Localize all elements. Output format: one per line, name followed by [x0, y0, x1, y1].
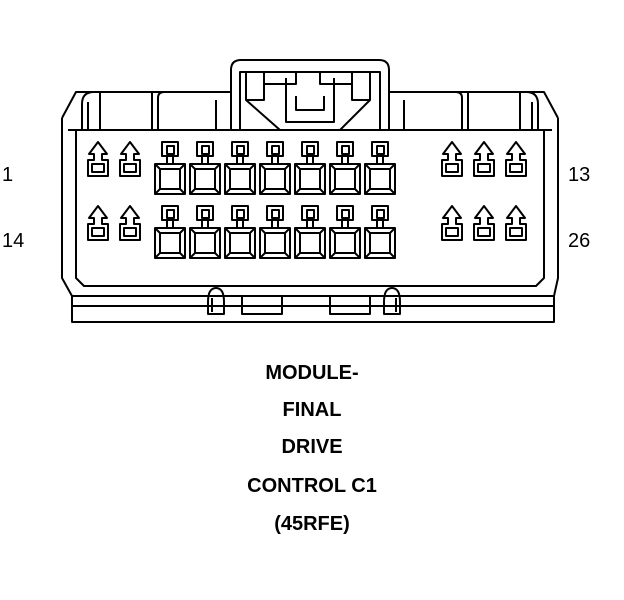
caption-line-1: MODULE-: [265, 362, 359, 384]
pin-14: [87, 205, 109, 241]
pin-8: [329, 141, 361, 195]
connector-shell: [61, 91, 559, 323]
pin-12: [505, 141, 527, 177]
pin-18: [224, 205, 256, 259]
pin-24: [473, 205, 495, 241]
pin-25: [505, 205, 527, 241]
pin-20: [294, 205, 326, 259]
pin-16: [154, 205, 186, 259]
pin-10: [441, 141, 463, 177]
pin-23: [441, 205, 463, 241]
pin-5: [224, 141, 256, 195]
pin-label-1: 1: [2, 164, 14, 186]
pin-1: [87, 141, 109, 177]
pin-11: [473, 141, 495, 177]
pin-19: [259, 205, 291, 259]
pin-17: [189, 205, 221, 259]
pin-3: [154, 141, 186, 195]
caption-line-4: CONTROL C1: [247, 475, 377, 497]
locking-latch: [230, 59, 390, 131]
pin-label-13: 13: [568, 164, 591, 186]
pin-2: [119, 141, 141, 177]
pin-9: [364, 141, 396, 195]
pin-7: [294, 141, 326, 195]
pin-22: [364, 205, 396, 259]
pin-label-14: 14: [2, 230, 25, 252]
caption-line-5: (45RFE): [274, 513, 350, 535]
caption-line-2: FINAL: [282, 399, 342, 421]
pin-cavities: [87, 141, 527, 259]
pin-4: [189, 141, 221, 195]
pin-15: [119, 205, 141, 241]
caption-line-3: DRIVE: [281, 436, 343, 458]
top-ribs: [81, 91, 539, 130]
pin-6: [259, 141, 291, 195]
pin-label-26: 26: [568, 230, 591, 252]
connector-body: [61, 59, 559, 323]
pin-21: [329, 205, 361, 259]
